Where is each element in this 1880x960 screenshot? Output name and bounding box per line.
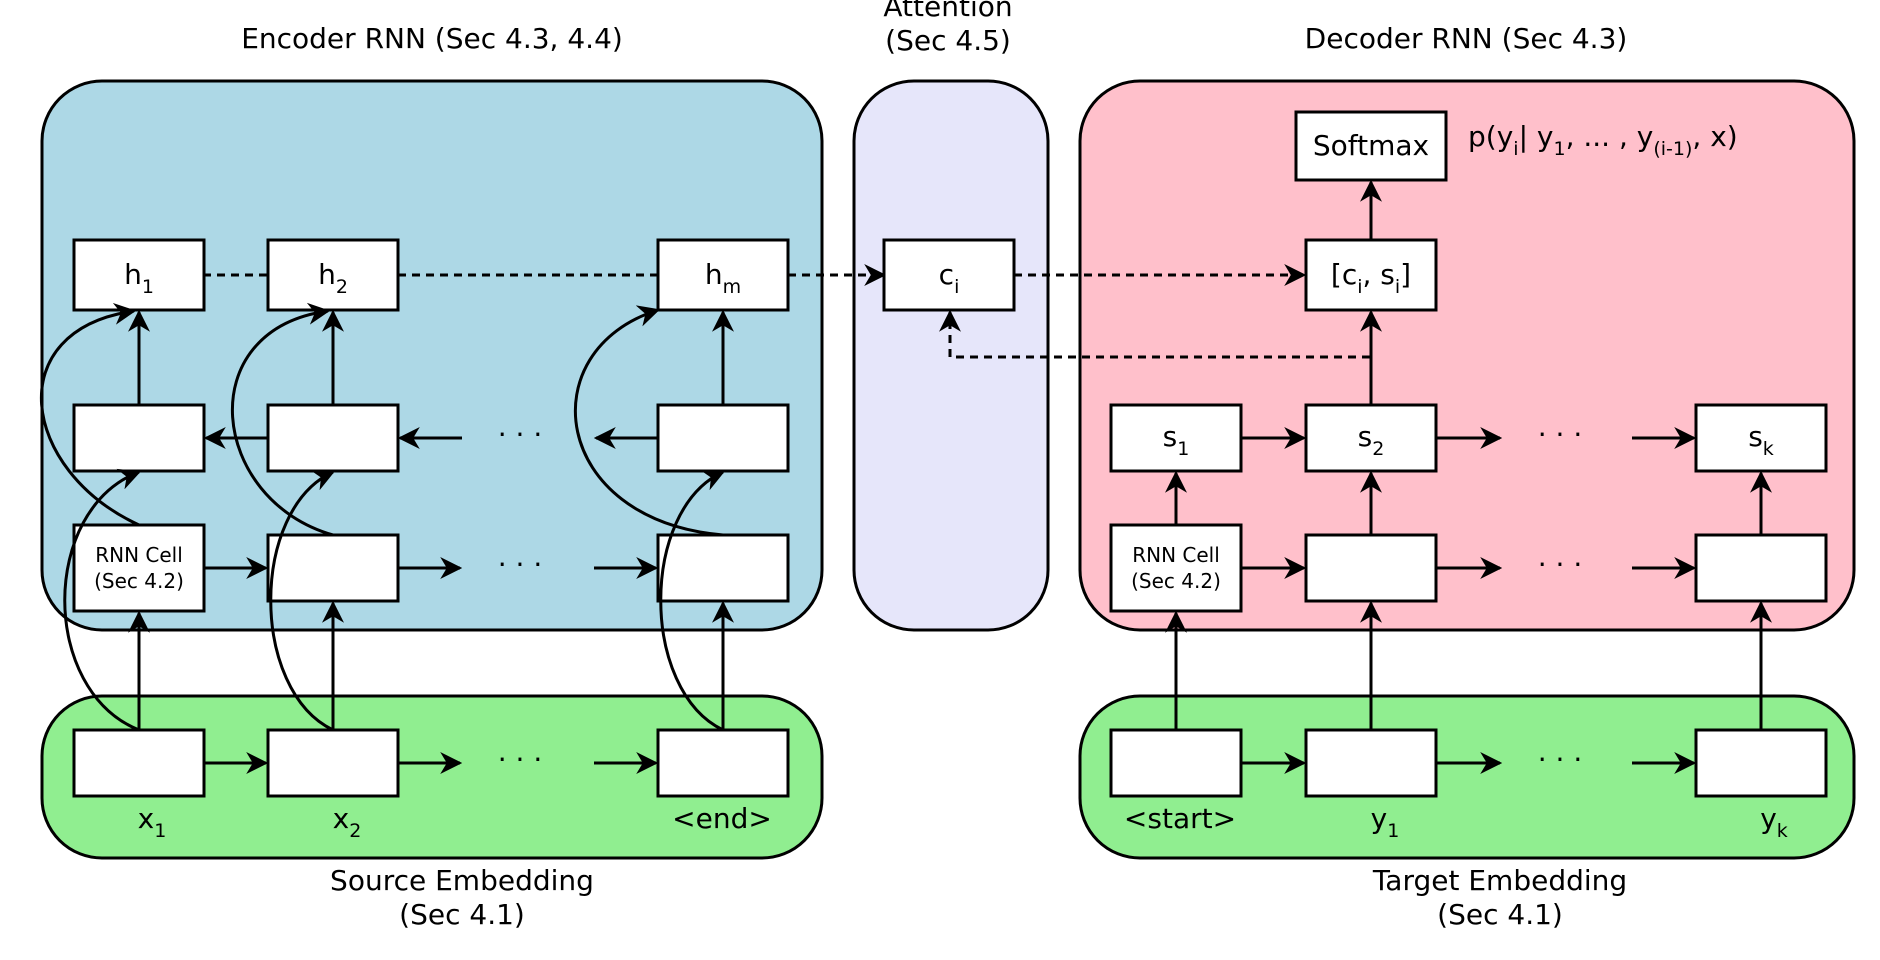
- h1-label: h1: [124, 258, 154, 298]
- probability-label: p(yi| y1, ... , y(i-1), x): [1468, 120, 1738, 160]
- source-embedding-title-line2: (Sec 4.1): [399, 898, 525, 931]
- encoder-title: Encoder RNN (Sec 4.3, 4.4): [241, 22, 623, 55]
- source-embed-end: [656, 728, 790, 798]
- yk-label: yk: [1760, 802, 1788, 842]
- decoder-rnn-cell-label-2: (Sec 4.2): [1131, 569, 1221, 593]
- backward-cell-1: [72, 403, 206, 473]
- source-embed-x2: [266, 728, 400, 798]
- encoder-rnn-cell: [72, 523, 206, 613]
- attention-title-line1: Attention: [883, 0, 1012, 23]
- backward-cell-2: [266, 403, 400, 473]
- source-ellipsis: · · ·: [498, 743, 543, 776]
- target-embed-yk: [1694, 728, 1828, 798]
- decoder-state-ellipsis: · · ·: [1538, 418, 1583, 451]
- target-embedding-title-line2: (Sec 4.1): [1437, 898, 1563, 931]
- decoder-region: [1078, 79, 1856, 632]
- curve-fwdm-hm: [574, 305, 724, 537]
- source-embedding-title-line1: Source Embedding: [330, 864, 594, 897]
- source-embedding-region: [40, 694, 824, 860]
- decoder-cell-k: [1694, 533, 1828, 603]
- decoder-title: Decoder RNN (Sec 4.3): [1305, 22, 1628, 55]
- hm-label: hm: [705, 258, 741, 298]
- curve-end-backm: [659, 470, 725, 732]
- target-embedding-title-line1: Target Embedding: [1372, 864, 1627, 897]
- attention-title-line2: (Sec 4.5): [885, 24, 1011, 57]
- hm-node: [656, 238, 790, 312]
- encoder-backward-ellipsis: · · ·: [498, 418, 543, 451]
- concat-label: [ci, si]: [1331, 258, 1411, 298]
- y1-label: y1: [1371, 802, 1400, 842]
- decoder-rnn-cell: [1109, 523, 1243, 613]
- x1-label: x1: [138, 802, 167, 842]
- target-ellipsis: · · ·: [1538, 743, 1583, 776]
- start-label: <start>: [1124, 802, 1236, 835]
- softmax-label: Softmax: [1313, 129, 1429, 162]
- ci-node: [882, 238, 1016, 312]
- decoder-cell-ellipsis: · · ·: [1538, 548, 1583, 581]
- h2-label: h2: [318, 258, 348, 298]
- forward-cell-2: [266, 533, 400, 603]
- softmax-node: [1294, 110, 1448, 182]
- curve-rnncell-h1: [39, 302, 140, 527]
- curve-x2-back2: [269, 470, 335, 732]
- decoder-rnn-cell-label-1: RNN Cell: [1132, 543, 1220, 567]
- encoder-forward-ellipsis: · · ·: [498, 548, 543, 581]
- end-label: <end>: [672, 802, 772, 835]
- encoder-region: [40, 79, 824, 632]
- ci-label: ci: [939, 258, 960, 298]
- s1-label: s1: [1163, 420, 1190, 460]
- dashed-s2-to-ci: [939, 309, 1370, 359]
- sk-label: sk: [1748, 420, 1774, 460]
- encoder-rnn-cell-label-2: (Sec 4.2): [94, 569, 184, 593]
- encoder-rnn-cell-label-1: RNN Cell: [95, 543, 183, 567]
- s2-label: s2: [1358, 420, 1385, 460]
- backward-cell-m: [656, 403, 790, 473]
- target-embedding-region: [1078, 694, 1856, 860]
- source-embed-x1: [72, 728, 206, 798]
- target-embed-y1: [1304, 728, 1438, 798]
- forward-cell-m: [656, 533, 790, 603]
- curve-x1-back1: [63, 468, 142, 732]
- x2-label: x2: [333, 802, 362, 842]
- decoder-cell-2: [1304, 533, 1438, 603]
- target-embed-start: [1109, 728, 1243, 798]
